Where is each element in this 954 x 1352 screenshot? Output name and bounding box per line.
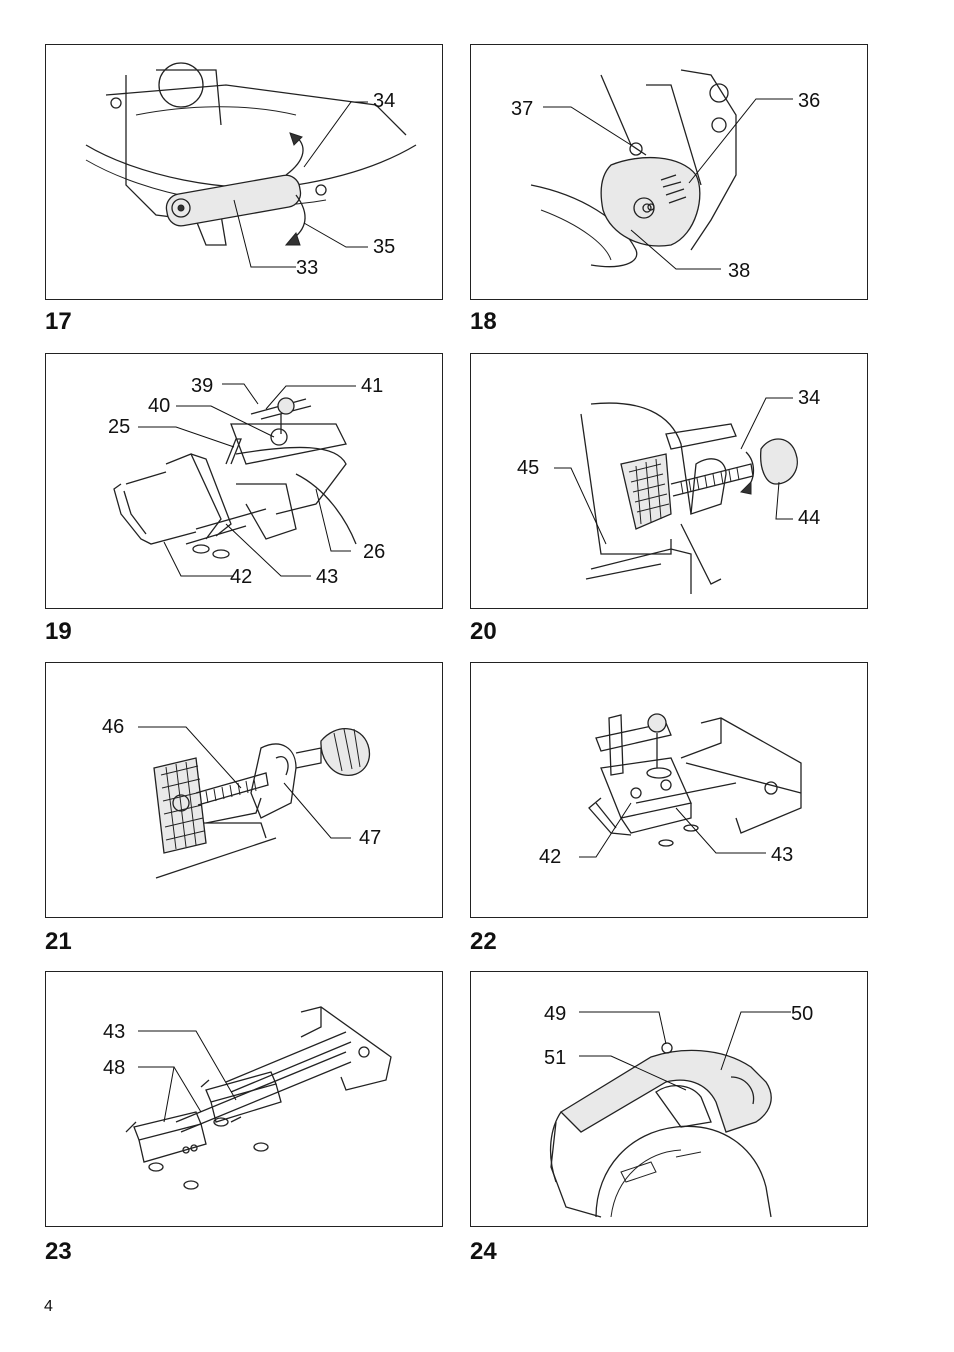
figure-number: 19 (45, 618, 72, 645)
callout-label: 43 (316, 566, 339, 588)
callout-label: 45 (517, 457, 540, 479)
callout-label: 35 (373, 236, 396, 258)
figure-number: 18 (470, 308, 497, 335)
callout-label: 36 (798, 90, 821, 112)
callout-label: 50 (791, 1003, 814, 1025)
figure-number: 17 (45, 308, 72, 335)
figure-19-illustration: 39 41 40 25 26 42 43 (45, 353, 443, 609)
callout-label: 39 (191, 375, 214, 397)
figure-number: 24 (470, 1238, 497, 1265)
figure-number: 23 (45, 1238, 72, 1265)
page-number: 4 (44, 1298, 53, 1315)
vertical-vise-drawing (46, 354, 444, 610)
callout-label: 47 (359, 827, 382, 849)
figure-18-illustration: 37 36 38 (470, 44, 868, 300)
callout-label: 38 (728, 260, 751, 282)
callout-label: 49 (544, 1003, 567, 1025)
callout-label: 43 (103, 1021, 126, 1043)
figure-17-illustration: 34 35 33 (45, 44, 443, 300)
callout-label: 33 (296, 257, 319, 279)
callout-label: 48 (103, 1057, 126, 1079)
callout-label: 46 (102, 716, 125, 738)
callout-label: 42 (539, 846, 562, 868)
figure-22-illustration: 42 43 (470, 662, 868, 918)
carrying-handle-drawing (471, 972, 869, 1228)
callout-label: 42 (230, 566, 253, 588)
callout-label: 34 (798, 387, 821, 409)
figure-number: 20 (470, 618, 497, 645)
extension-holder-drawing (46, 972, 444, 1228)
callout-label: 41 (361, 375, 384, 397)
holder-assembly-drawing (471, 663, 869, 919)
figure-number: 22 (470, 928, 497, 955)
vise-assembly-drawing (46, 663, 444, 919)
callout-label: 51 (544, 1047, 567, 1069)
callout-label: 26 (363, 541, 386, 563)
figure-21-illustration: 46 47 (45, 662, 443, 918)
figure-24-illustration: 49 50 51 (470, 971, 868, 1227)
figure-23-illustration: 43 48 (45, 971, 443, 1227)
callout-label: 44 (798, 507, 821, 529)
miter-lock-lever-drawing (46, 45, 444, 301)
callout-label: 37 (511, 98, 534, 120)
callout-label: 40 (148, 395, 171, 417)
callout-label: 25 (108, 416, 131, 438)
horizontal-vise-drawing (471, 354, 869, 610)
figure-number: 21 (45, 928, 72, 955)
figure-20-illustration: 34 45 44 (470, 353, 868, 609)
callout-label: 34 (373, 90, 396, 112)
callout-label: 43 (771, 844, 794, 866)
bevel-lock-lever-drawing (471, 45, 869, 301)
